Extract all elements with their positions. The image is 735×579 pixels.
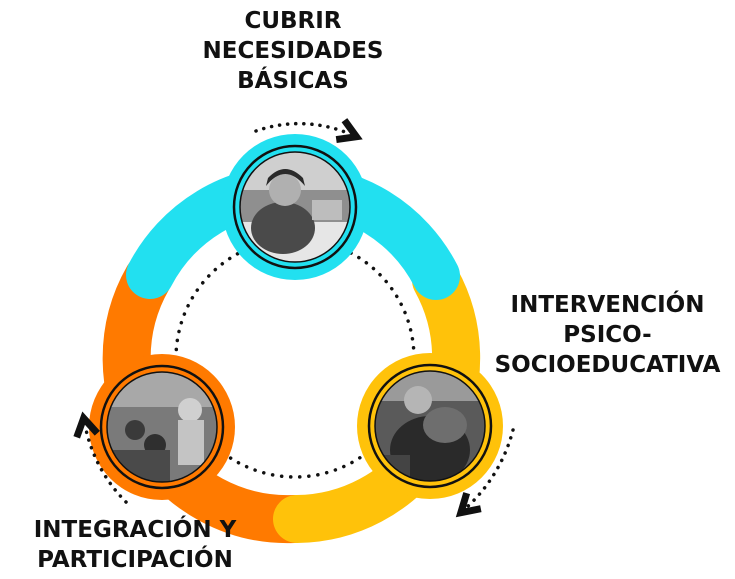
label-line: INTERVENCIÓN (510, 292, 705, 318)
label-integration-participation: INTEGRACIÓN Y PARTICIPACIÓN (0, 515, 270, 575)
label-psycho-socioeducational: INTERVENCIÓN PSICO- SOCIOEDUCATIVA (480, 290, 735, 380)
label-line: NECESIDADES (202, 38, 384, 64)
node-psycho-socioeducational (357, 353, 503, 499)
label-line: BÁSICAS (237, 68, 349, 94)
group-gathering-photo (107, 372, 217, 482)
label-basic-needs: CUBRIR NECESIDADES BÁSICAS (168, 6, 418, 96)
left-dotted-arrow (73, 411, 128, 504)
node-basic-needs-outline (232, 144, 358, 270)
node-psycho-outline (367, 363, 493, 489)
node-basic-needs (222, 134, 368, 280)
node-integration-outline (99, 364, 225, 490)
label-line: CUBRIR (244, 8, 342, 34)
label-line: INTEGRACIÓN Y (33, 517, 237, 543)
top-dotted-arrow (254, 118, 363, 144)
right-dotted-arrow (455, 428, 515, 518)
label-line: PARTICIPACIÓN (37, 547, 233, 573)
label-line: PSICO- (563, 322, 652, 348)
node-integration-participation (89, 354, 235, 500)
label-line: SOCIOEDUCATIVA (494, 352, 721, 378)
